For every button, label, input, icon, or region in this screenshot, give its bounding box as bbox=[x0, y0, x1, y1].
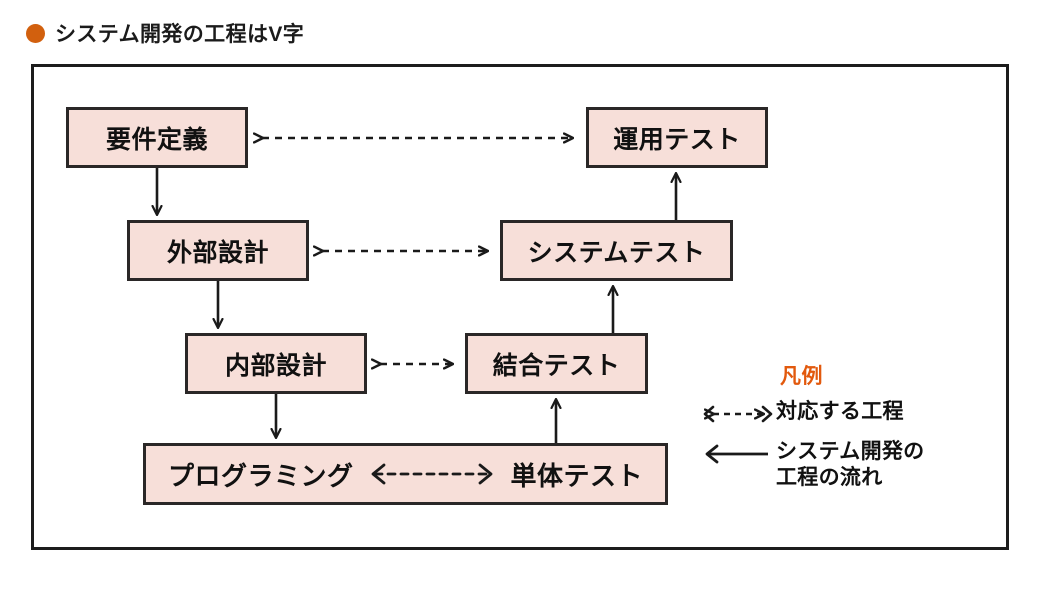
node-internal-design-label: 内部設計 bbox=[224, 351, 327, 380]
node-internal-design[interactable]: 内部設計 bbox=[185, 333, 367, 394]
node-unit-test-label: 単体テスト bbox=[510, 460, 643, 491]
node-integration-test-label: 結合テスト bbox=[492, 351, 621, 380]
node-system-test[interactable]: システムテスト bbox=[500, 220, 733, 281]
legend-label-correspondence: 対応する工程 bbox=[776, 400, 904, 423]
node-operational-test[interactable]: 運用テスト bbox=[586, 107, 768, 168]
legend: 凡例 対応する工程 システム開発の 工程の流れ bbox=[700, 360, 970, 502]
node-requirements[interactable]: 要件定義 bbox=[66, 107, 248, 168]
node-requirements-label: 要件定義 bbox=[105, 125, 208, 154]
node-programming-unit-test[interactable]: プログラミング 単体テスト bbox=[143, 443, 668, 505]
node-system-test-label: システムテスト bbox=[527, 238, 706, 267]
legend-item-correspondence: 対応する工程 bbox=[700, 399, 970, 427]
node-operational-test-label: 運用テスト bbox=[613, 125, 741, 154]
legend-label-flow: システム開発の 工程の流れ bbox=[776, 439, 924, 490]
legend-title: 凡例 bbox=[780, 365, 823, 388]
dashed-double-arrow-icon bbox=[700, 401, 776, 427]
node-integration-test[interactable]: 結合テスト bbox=[465, 333, 648, 394]
dashed-double-arrow-icon bbox=[357, 459, 507, 489]
page-title-text: システム開発の工程はV字 bbox=[55, 23, 305, 46]
legend-item-flow: システム開発の 工程の流れ bbox=[700, 439, 970, 490]
node-external-design[interactable]: 外部設計 bbox=[127, 220, 309, 281]
page-title: システム開発の工程はV字 bbox=[26, 16, 304, 50]
legend-label-flow-line2: 工程の流れ bbox=[776, 465, 883, 489]
solid-left-arrow-icon bbox=[700, 441, 776, 467]
bullet-icon bbox=[26, 23, 45, 43]
node-programming-label: プログラミング bbox=[168, 460, 354, 491]
legend-label-flow-line1: システム開発の bbox=[776, 440, 925, 463]
node-external-design-label: 外部設計 bbox=[166, 238, 269, 267]
